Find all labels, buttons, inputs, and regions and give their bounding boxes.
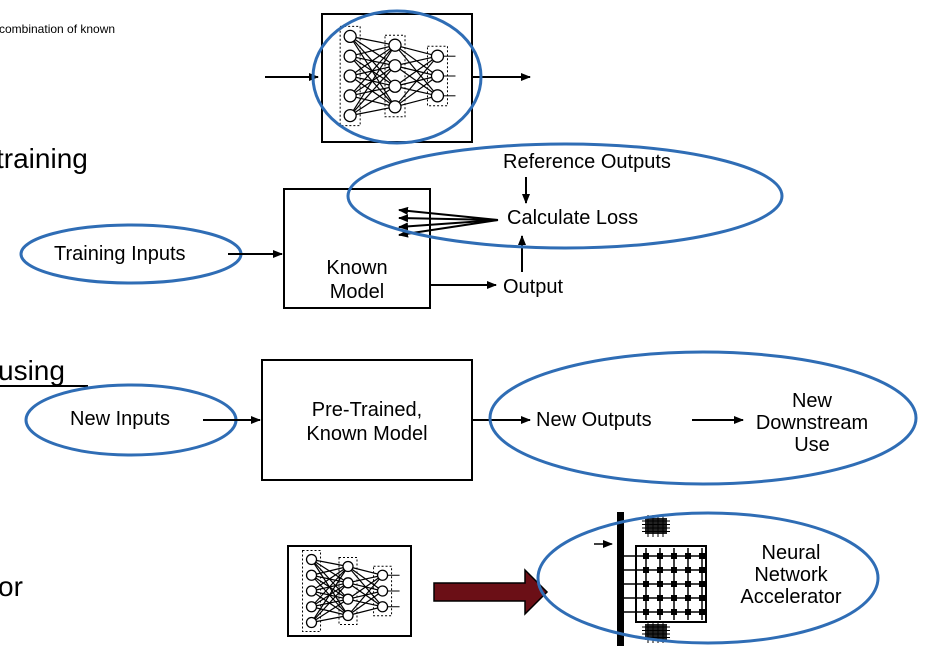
using-caption-fragment: using: [0, 355, 65, 386]
neural-network-icon: [339, 25, 456, 127]
downstream-line-1: New: [791, 390, 832, 412]
calculate-loss-label: Calculate Loss: [507, 207, 639, 229]
known-model-line-1: Known: [326, 257, 388, 279]
downstream-line-2: Downstream: [755, 412, 869, 434]
output-label: Output: [503, 276, 564, 298]
downstream-line-3: Use: [794, 434, 830, 456]
or-caption-fragment: or: [0, 571, 23, 602]
training-section: [19, 142, 784, 309]
downstream-label: New Downstream Use: [752, 391, 872, 455]
pretrained-model-line-2: Known Model: [306, 423, 428, 445]
outputs-ellipse: [488, 350, 918, 486]
pretrained-model-box: [261, 359, 473, 481]
accelerator-line-1: Neural: [761, 542, 821, 564]
accelerator-section: [287, 511, 880, 646]
accelerator-line-3: Accelerator: [740, 586, 842, 608]
loss-feedback-arrow-2: [398, 214, 499, 223]
training-inputs-label: Training Inputs: [54, 243, 186, 265]
accelerator-ellipse: [536, 511, 880, 645]
known-model-line-2: Model: [329, 281, 385, 303]
accelerator-label: Neural Network Accelerator: [721, 543, 861, 607]
loss-feedback-arrow-1: [398, 206, 499, 221]
known-model-label: Known Model: [284, 258, 430, 302]
deploy-arrow: [433, 568, 549, 616]
accelerator-chip-icon: [594, 512, 707, 646]
pretrained-model-line-1: Pre-Trained,: [311, 399, 423, 421]
top-network-ellipse: [311, 9, 483, 145]
top-network: [265, 9, 531, 145]
reference-outputs-label: Reference Outputs: [503, 151, 671, 173]
small-neural-network-icon: [302, 550, 400, 632]
pretrained-model-label: Pre-Trained, Known Model: [262, 400, 472, 444]
training-caption-fragment: training: [0, 143, 88, 174]
inference-section: [0, 350, 918, 486]
new-outputs-label: New Outputs: [536, 409, 652, 431]
new-inputs-label: New Inputs: [70, 408, 171, 430]
top-caption-fragment: combination of known: [0, 22, 116, 36]
loss-feedback-arrow-3: [398, 219, 499, 231]
accelerator-line-2: Network: [754, 564, 828, 586]
loss-ellipse: [346, 142, 784, 250]
